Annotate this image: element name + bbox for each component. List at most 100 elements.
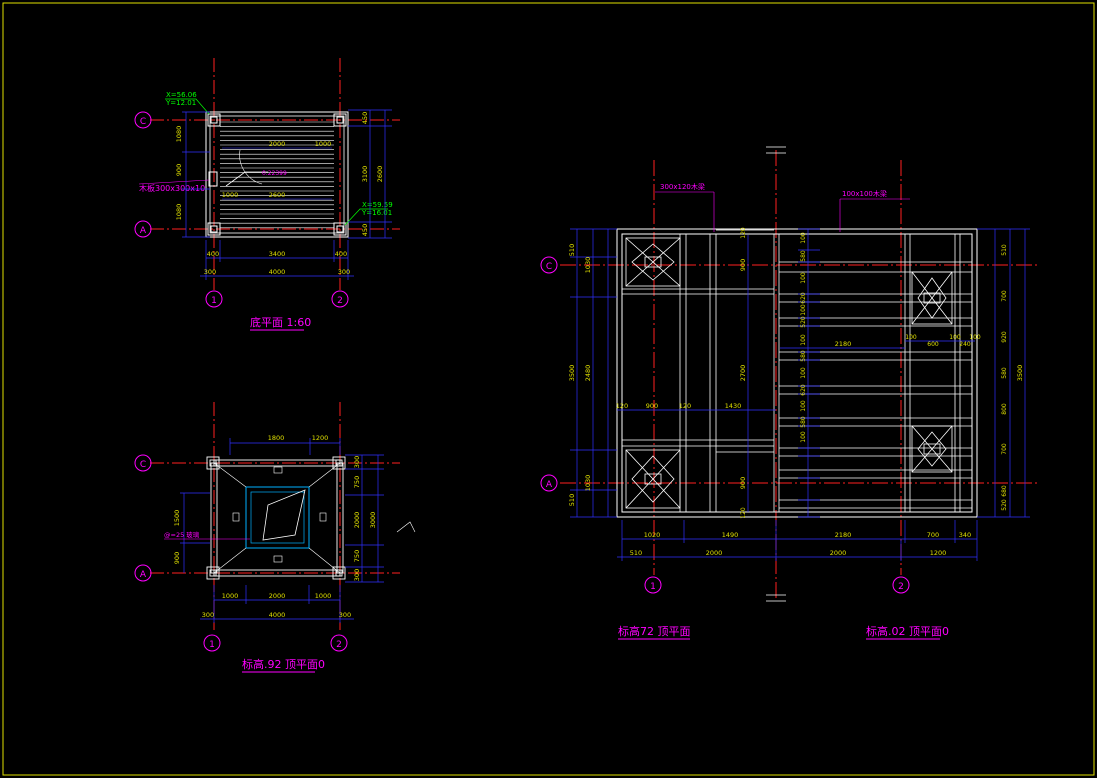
svg-text:A: A bbox=[546, 480, 553, 490]
svg-text:620: 620 bbox=[800, 292, 807, 304]
svg-text:X=59.59: X=59.59 bbox=[362, 201, 393, 209]
svg-text:510: 510 bbox=[1001, 244, 1008, 256]
svg-text:4000: 4000 bbox=[269, 268, 286, 276]
svg-text:900: 900 bbox=[175, 164, 183, 176]
svg-text:120: 120 bbox=[740, 507, 747, 519]
svg-text:@=25 玻璃: @=25 玻璃 bbox=[164, 530, 200, 539]
svg-text:1200: 1200 bbox=[930, 549, 947, 557]
svg-text:1080: 1080 bbox=[175, 126, 183, 143]
axis-bubble-a: A bbox=[134, 220, 152, 238]
svg-text:2700: 2700 bbox=[739, 365, 747, 382]
svg-text:2180: 2180 bbox=[835, 340, 852, 348]
roof-plan-small-title: 标高.92 顶平面0 bbox=[242, 657, 325, 671]
svg-text:580: 580 bbox=[800, 416, 807, 428]
roof-plan-large-title-left: 标高72 顶平面 bbox=[618, 624, 691, 638]
svg-text:620: 620 bbox=[800, 384, 807, 396]
svg-text:X=56.06: X=56.06 bbox=[166, 91, 197, 99]
svg-text:700: 700 bbox=[1001, 290, 1008, 302]
svg-text:100: 100 bbox=[800, 367, 807, 379]
svg-text:300: 300 bbox=[338, 268, 350, 276]
svg-text:2: 2 bbox=[336, 640, 342, 650]
svg-text:2600: 2600 bbox=[269, 191, 286, 199]
svg-text:Y=16.01: Y=16.01 bbox=[361, 209, 392, 217]
svg-text:1200: 1200 bbox=[312, 434, 329, 442]
svg-text:580: 580 bbox=[800, 350, 807, 362]
svg-text:2600: 2600 bbox=[376, 166, 384, 183]
svg-text:120: 120 bbox=[616, 402, 628, 410]
svg-text:450: 450 bbox=[361, 224, 369, 236]
svg-text:300: 300 bbox=[202, 611, 214, 619]
svg-text:1500: 1500 bbox=[173, 510, 181, 527]
svg-text:750: 750 bbox=[353, 550, 361, 562]
svg-text:1: 1 bbox=[211, 296, 217, 306]
svg-text:2000: 2000 bbox=[830, 549, 847, 557]
axis-bubble-c: C bbox=[134, 111, 152, 129]
svg-text:700: 700 bbox=[927, 531, 939, 539]
svg-text:580: 580 bbox=[1001, 367, 1008, 379]
svg-text:1490: 1490 bbox=[722, 531, 739, 539]
svg-text:680: 680 bbox=[1001, 485, 1008, 497]
svg-text:100: 100 bbox=[800, 431, 807, 443]
svg-text:1020: 1020 bbox=[644, 531, 661, 539]
svg-text:C: C bbox=[546, 262, 552, 272]
svg-text:900: 900 bbox=[739, 477, 747, 489]
svg-text:1800: 1800 bbox=[268, 434, 285, 442]
svg-text:2: 2 bbox=[898, 582, 904, 592]
svg-text:4000: 4000 bbox=[269, 611, 286, 619]
svg-text:A: A bbox=[140, 570, 147, 580]
svg-text:300: 300 bbox=[353, 569, 361, 581]
svg-text:C: C bbox=[140, 460, 146, 470]
svg-text:900: 900 bbox=[646, 402, 658, 410]
svg-text:1000: 1000 bbox=[222, 592, 239, 600]
svg-text:510: 510 bbox=[630, 549, 642, 557]
svg-text:100: 100 bbox=[800, 232, 807, 244]
svg-text:120: 120 bbox=[679, 402, 691, 410]
svg-text:700: 700 bbox=[1001, 443, 1008, 455]
svg-text:1000: 1000 bbox=[315, 140, 332, 148]
svg-text:300: 300 bbox=[339, 611, 351, 619]
axis-bubble-a: A bbox=[134, 564, 152, 582]
svg-text:800: 800 bbox=[1001, 403, 1008, 415]
svg-text:750: 750 bbox=[353, 476, 361, 488]
svg-text:920: 920 bbox=[1001, 331, 1008, 343]
svg-text:900: 900 bbox=[739, 259, 747, 271]
svg-text:1080: 1080 bbox=[175, 204, 183, 221]
svg-text:100: 100 bbox=[949, 334, 961, 341]
svg-text:100: 100 bbox=[969, 334, 981, 341]
floor-plan-title: 底平面 1:60 bbox=[250, 315, 311, 329]
axis-bubble-1: 1 bbox=[644, 576, 662, 594]
svg-text:2000: 2000 bbox=[269, 140, 286, 148]
svg-text:1: 1 bbox=[650, 582, 656, 592]
svg-text:400: 400 bbox=[207, 250, 219, 258]
floor-plan: C A 1 2 0.22399 X=56. bbox=[134, 58, 400, 331]
svg-text:900: 900 bbox=[173, 552, 181, 564]
axis-bubble-c: C bbox=[540, 256, 558, 274]
svg-text:300: 300 bbox=[204, 268, 216, 276]
roof-plan-large-title-right: 标高.02 顶平面0 bbox=[866, 624, 949, 638]
svg-text:100: 100 bbox=[905, 334, 917, 341]
svg-text:2180: 2180 bbox=[835, 531, 852, 539]
svg-text:2480: 2480 bbox=[584, 365, 592, 382]
svg-text:100: 100 bbox=[800, 304, 807, 316]
svg-text:120: 120 bbox=[740, 227, 747, 239]
svg-text:1430: 1430 bbox=[725, 402, 742, 410]
roof-plan-small: C A 1 2 bbox=[134, 402, 416, 673]
axis-bubble-1: 1 bbox=[205, 290, 223, 308]
svg-text:580: 580 bbox=[800, 250, 807, 262]
svg-text:340: 340 bbox=[959, 531, 971, 539]
svg-text:1030: 1030 bbox=[584, 257, 592, 274]
svg-text:0.22399: 0.22399 bbox=[262, 170, 287, 177]
svg-text:2: 2 bbox=[337, 296, 343, 306]
svg-text:3100: 3100 bbox=[361, 166, 369, 183]
svg-text:450: 450 bbox=[361, 112, 369, 124]
svg-text:3000: 3000 bbox=[369, 512, 377, 529]
axis-bubble-1: 1 bbox=[203, 634, 221, 652]
axis-bubble-2: 2 bbox=[330, 634, 348, 652]
svg-text:400: 400 bbox=[335, 250, 347, 258]
svg-text:520: 520 bbox=[1001, 499, 1008, 511]
svg-text:1030: 1030 bbox=[584, 475, 592, 492]
svg-text:3500: 3500 bbox=[568, 365, 576, 382]
axis-bubble-2: 2 bbox=[331, 290, 349, 308]
svg-text:510: 510 bbox=[568, 244, 576, 256]
